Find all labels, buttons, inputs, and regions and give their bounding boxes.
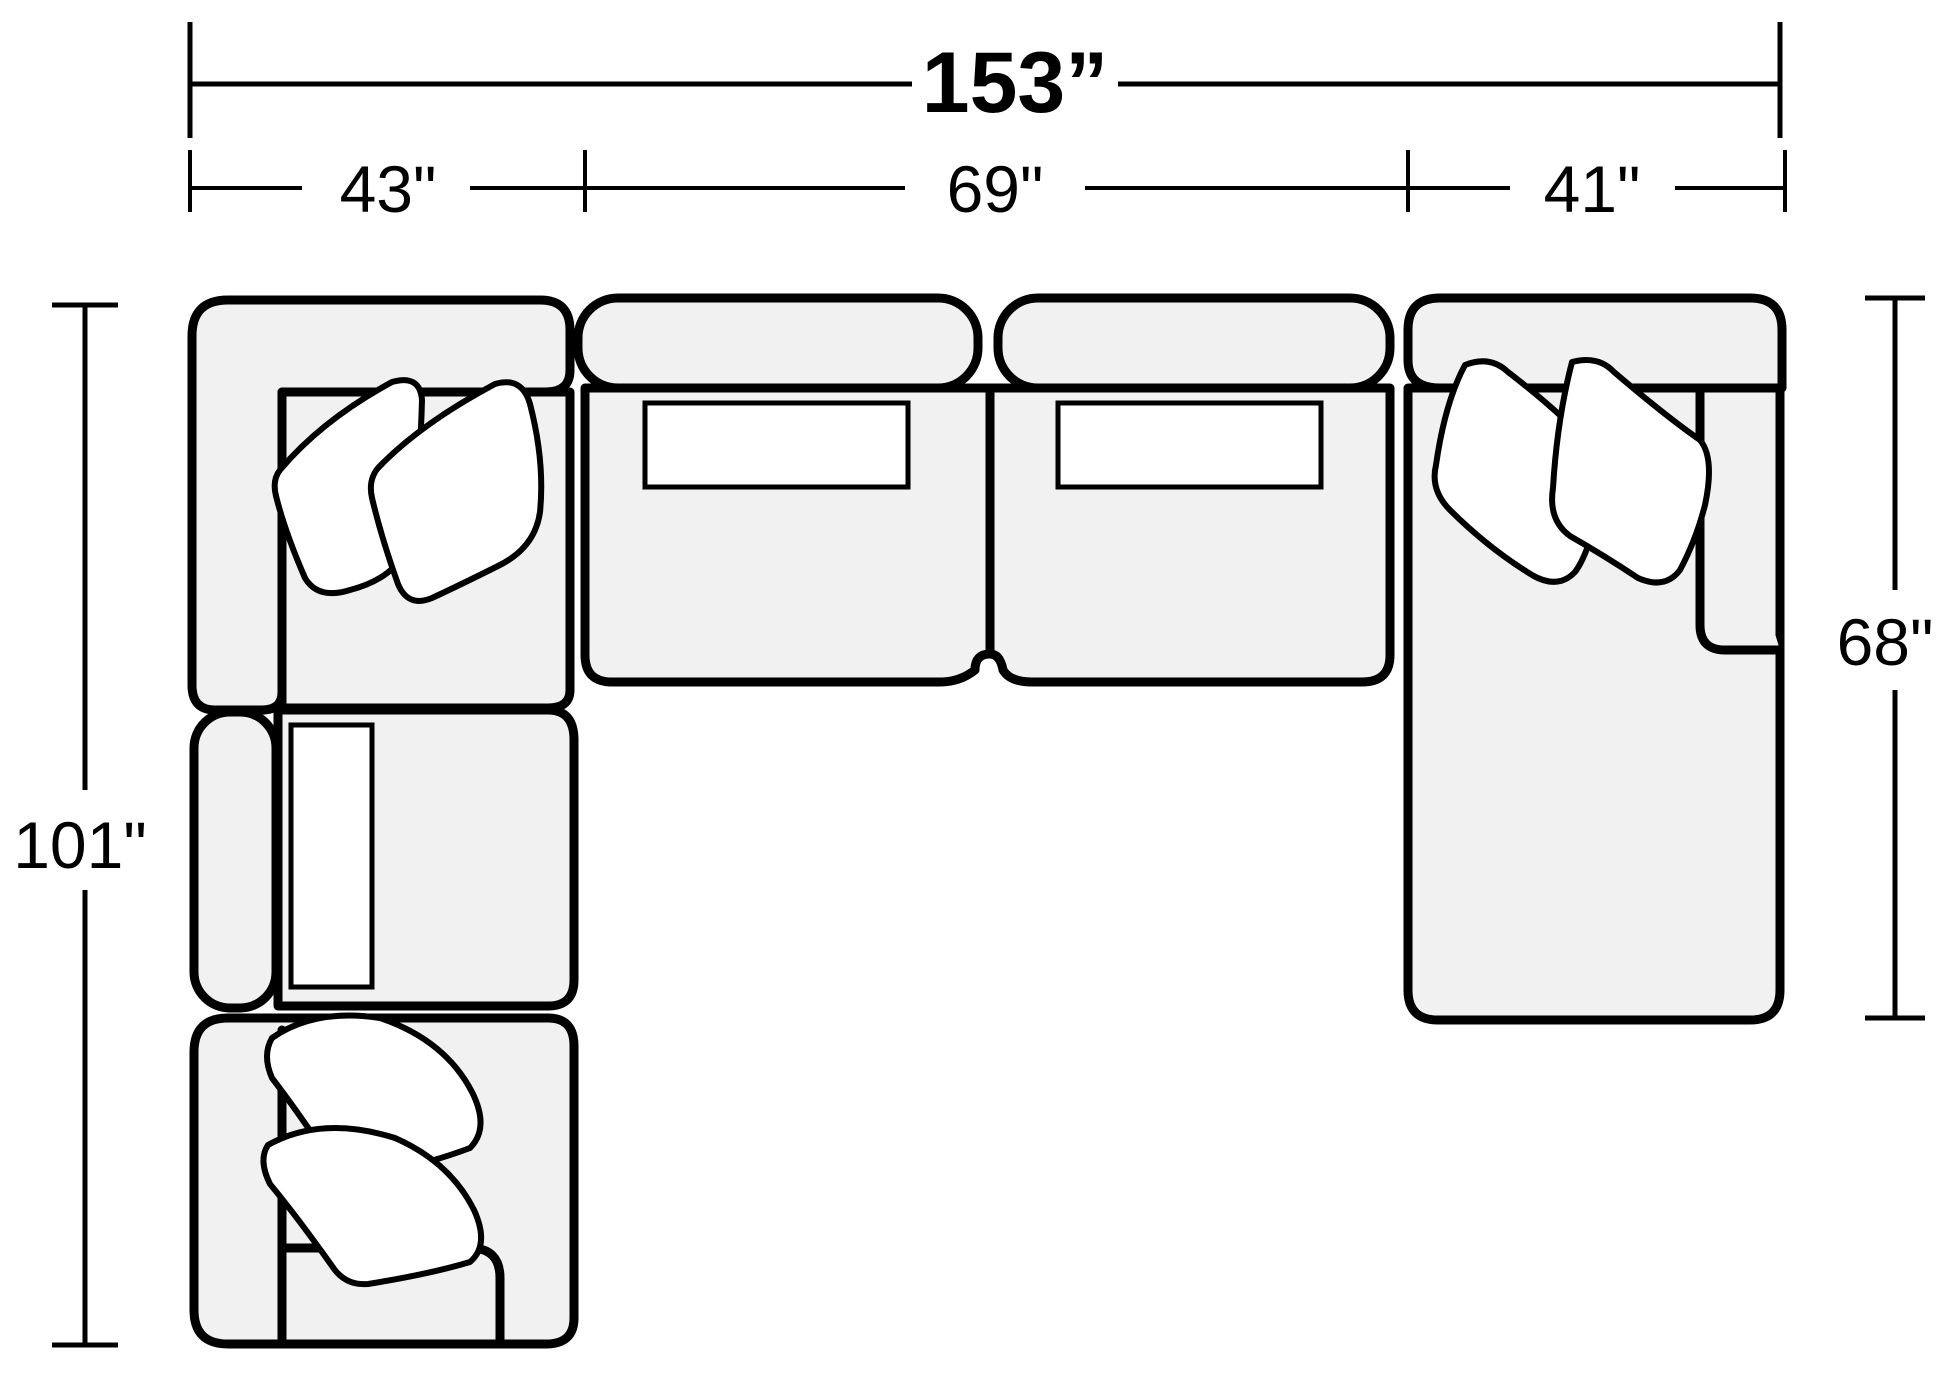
left-depth-label: 101" [13,808,147,882]
right-width-label: 41" [1544,152,1641,226]
overall-width-label: 153” [922,35,1109,131]
middle-seat-left [573,293,995,687]
back-cushion-middle-left [642,400,911,490]
left-width-label: 43" [340,152,437,226]
section-width-dimensions [188,150,1787,212]
throw-pillow-chaise-2 [1549,357,1712,586]
throw-pillow-end-2 [260,1125,484,1288]
back-cushion-left-side [288,722,375,990]
right-depth-label: 68" [1837,605,1934,679]
left-depth-dimension [52,302,118,1348]
side-piece-left-middle [189,705,579,1013]
middle-seat-right [985,293,1395,687]
back-cushion-middle-right [1055,400,1324,490]
right-depth-dimension [1865,295,1925,1021]
overall-width-dimension [187,22,1783,138]
throw-pillow-corner-2 [367,379,545,604]
middle-width-label: 69" [947,152,1044,226]
